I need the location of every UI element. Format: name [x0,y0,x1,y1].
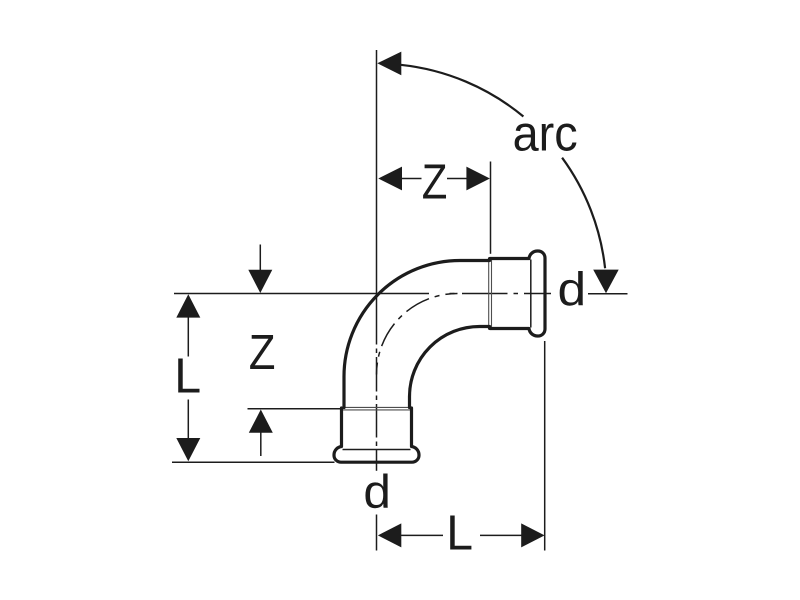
svg-text:d: d [363,466,391,519]
svg-text:arc: arc [513,106,578,162]
svg-text:L: L [174,349,201,403]
svg-text:Z: Z [422,154,448,209]
svg-text:Z: Z [249,325,276,380]
svg-text:d: d [558,264,587,316]
svg-text:L: L [446,506,473,560]
